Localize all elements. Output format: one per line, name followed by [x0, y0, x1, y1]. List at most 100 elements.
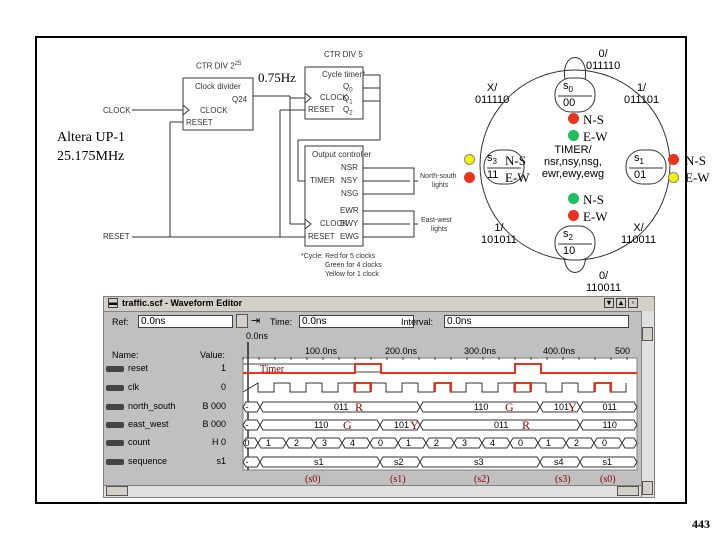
time-field[interactable]: 0.0ns: [299, 315, 414, 328]
scroll-up-button[interactable]: [642, 327, 653, 341]
state-s1: [625, 149, 667, 185]
output-nsg: NSG: [341, 189, 359, 198]
signal-name-reset[interactable]: reset: [128, 363, 149, 373]
ns-bus-segment: [579, 401, 638, 413]
s0-self-loop: [563, 57, 587, 81]
count-bus-value: 0: [602, 438, 607, 448]
vertical-scrollbar[interactable]: [641, 311, 654, 497]
bottom-ew-light-icon: [568, 210, 579, 221]
ew-mark: R: [522, 418, 530, 432]
clk-highlight: [434, 382, 452, 392]
time-tick-label: 300.0ns: [464, 346, 497, 356]
state-annotation: (s1): [390, 474, 406, 485]
output-controller-reset: RESET: [308, 232, 335, 241]
frequency-label: 0.75Hz: [258, 70, 296, 85]
edge-4-label: 1/101011: [481, 222, 517, 246]
signal-value-reset: 1: [220, 363, 226, 373]
ew-bus-value: 011: [494, 420, 508, 430]
signal-value-east-west: B 000: [202, 419, 226, 429]
scroll-left-button[interactable]: [106, 486, 128, 496]
clock-input-label: CLOCK: [103, 106, 131, 115]
circuit-schematic: [132, 66, 418, 247]
signal-type-icon: [106, 440, 124, 446]
output-controller-box: [304, 145, 364, 247]
clk-highlight: [594, 382, 612, 392]
state-s2: [554, 225, 596, 261]
maximize-button[interactable]: ▴: [616, 298, 626, 308]
waveform-title: traffic.scf - Waveform Editor: [122, 298, 243, 308]
output-ewg: EWG: [340, 232, 360, 241]
ew-mark: Y: [410, 418, 419, 432]
cycle-timer-title: CTR DIV 5: [324, 50, 363, 59]
output-controller-name: Output controller: [312, 150, 372, 159]
minimize-button[interactable]: ▾: [604, 298, 614, 308]
sequence-bus-segment: [579, 456, 638, 468]
state-annotation: (s0): [600, 474, 616, 485]
system-menu-icon[interactable]: ▬: [108, 298, 118, 308]
signal-value-sequence: s1: [216, 456, 226, 466]
count-bus-segment: [453, 437, 483, 449]
scroll-down-button[interactable]: [642, 481, 653, 495]
count-bus-value: 4: [490, 438, 495, 448]
sequence-bus-value: -: [246, 457, 249, 467]
signal-type-icon: [106, 385, 124, 391]
cycle-footnote: *Cycle: Red for 5 clocks Green for 4 clo…: [301, 253, 382, 278]
count-bus-segment: [565, 437, 595, 449]
ref-spin-button[interactable]: [236, 314, 248, 328]
count-bus-value: 3: [322, 438, 327, 448]
count-bus-value: 2: [434, 438, 439, 448]
timer-annotation: Timer: [260, 364, 285, 375]
state-s3: [483, 149, 525, 185]
ns-bus-value: 101: [554, 402, 569, 412]
sequence-bus-value: s2: [394, 457, 404, 467]
cycle-timer-reset: RESET: [308, 105, 335, 114]
count-bus-segment: [285, 437, 315, 449]
ref-field[interactable]: 0.0ns: [138, 315, 233, 328]
edge-3-label: X/110011: [621, 222, 657, 246]
count-bus-value: 2: [294, 438, 299, 448]
ns-bus-value: 110: [474, 402, 488, 412]
edge-2-label: X/011110: [475, 82, 510, 106]
interval-field[interactable]: 0.0ns: [444, 315, 629, 328]
horizontal-scrollbar[interactable]: [104, 485, 641, 497]
sequence-bus-value: s1: [603, 457, 613, 467]
signal-name-count[interactable]: count: [128, 437, 151, 447]
ew-bus-segment: [579, 419, 638, 431]
count-bus-value: 0: [245, 438, 250, 448]
state-s2-code: 10: [563, 245, 576, 257]
count-bus-segment: [621, 437, 638, 449]
cycle-timer-name: Cycle timer*: [322, 70, 366, 79]
clock-divider-q24: Q24: [232, 95, 248, 104]
ref-label: Ref:: [112, 317, 129, 327]
sequence-bus-value: s1: [314, 457, 324, 467]
signal-type-icon: [106, 404, 124, 410]
cycle-timer-clock: CLOCK: [320, 93, 348, 102]
state-s0-code: 00: [563, 97, 576, 109]
clock-divider-clock: CLOCK: [200, 106, 228, 115]
cursor-time-label: 0.0ns: [246, 331, 269, 341]
left-ns-light-icon: [464, 154, 475, 165]
sequence-bus-value: s4: [554, 457, 564, 467]
state-s3-name: s3: [487, 152, 497, 167]
close-button[interactable]: ▫: [628, 298, 638, 308]
count-bus-value: 1: [266, 438, 271, 448]
signal-name-clk[interactable]: clk: [128, 382, 139, 392]
page-number: 443: [692, 517, 710, 531]
signal-name-sequence[interactable]: sequence: [128, 456, 168, 466]
waveform-title-bar: ▬ traffic.scf - Waveform Editor ▾ ▴ ▫: [104, 297, 654, 312]
count-bus-segment: [425, 437, 455, 449]
ew-bus-value: -: [246, 420, 249, 430]
signal-name-east-west[interactable]: east_west: [128, 419, 169, 429]
signal-name-north-south[interactable]: north_south: [128, 401, 176, 411]
output-controller-clock: CLOCK: [320, 219, 348, 228]
name-header: Name:: [112, 350, 139, 360]
scroll-right-button[interactable]: [617, 486, 639, 496]
right-ns-light-icon: [668, 154, 679, 165]
signal-value-clk: 0: [220, 382, 226, 392]
edge-1-label: 1/011101: [624, 82, 660, 106]
